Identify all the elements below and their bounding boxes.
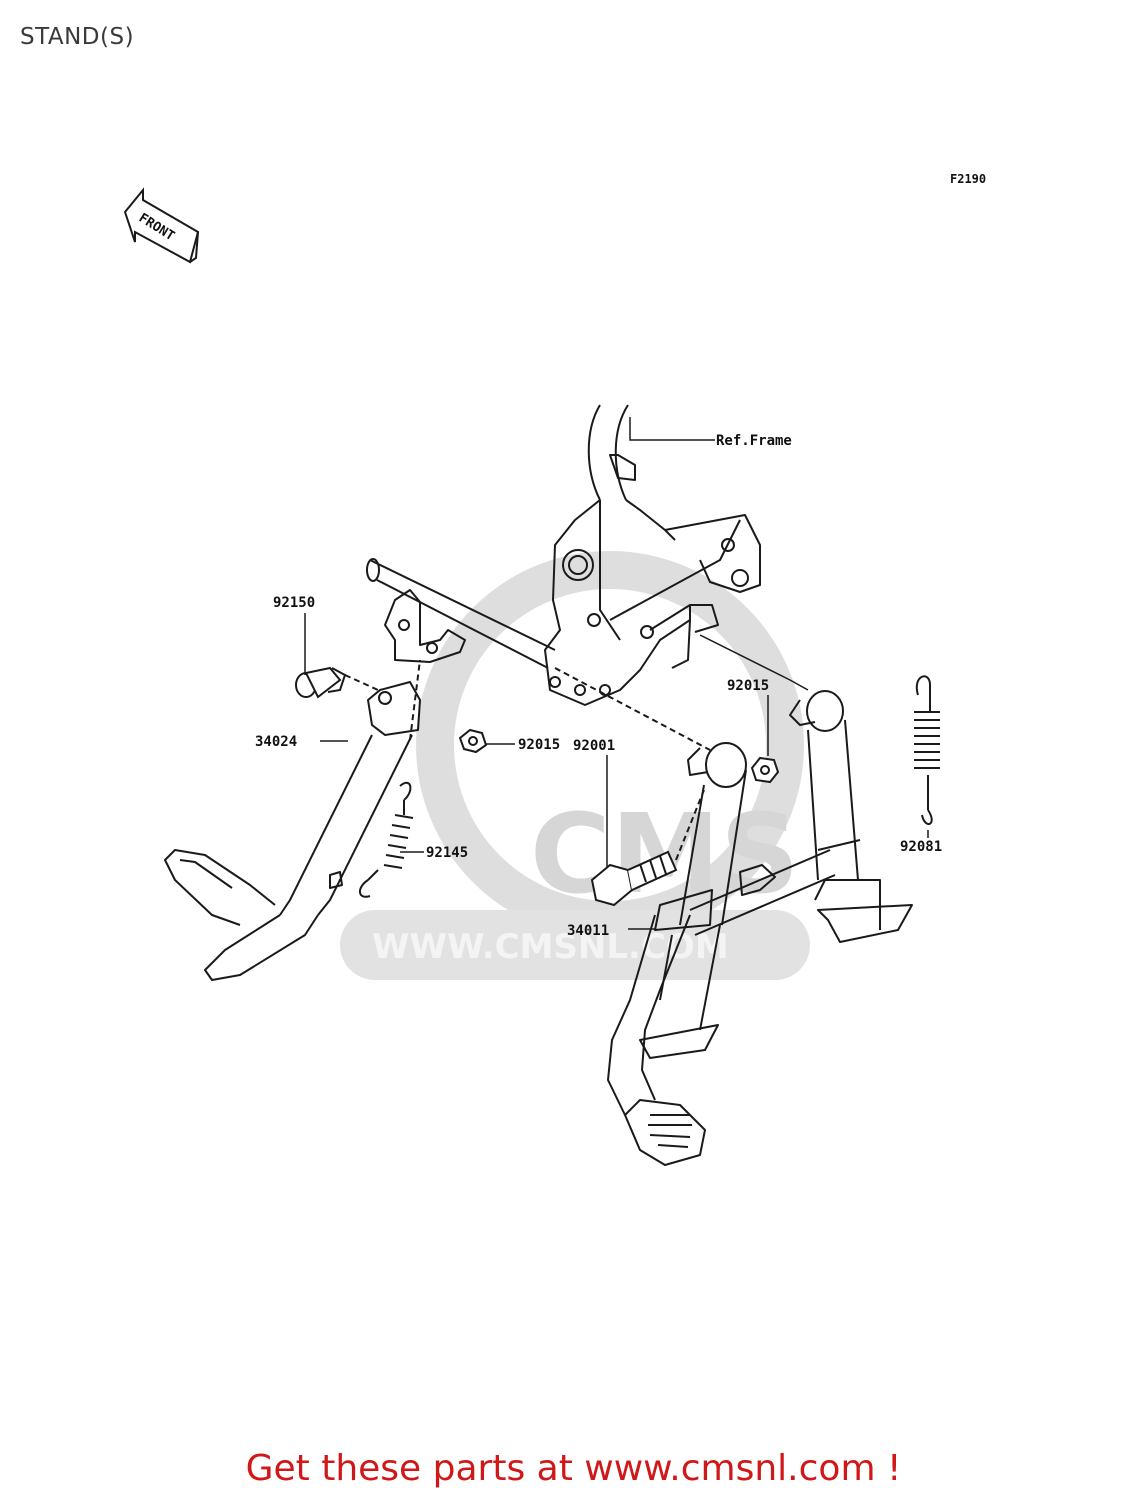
nut-92015-right	[750, 756, 780, 784]
callout-ref-frame: Ref.Frame	[716, 433, 792, 449]
bolt-92150	[295, 666, 379, 699]
callout-92081: 92081	[900, 839, 942, 855]
figure-code: F2190	[950, 172, 987, 186]
callout-92015-left: 92015	[518, 737, 560, 753]
callout-92015-right: 92015	[727, 678, 769, 694]
nut-92015-left	[458, 728, 488, 754]
spring-92081	[914, 675, 940, 825]
side-stand-34024	[164, 681, 421, 981]
callout-92001: 92001	[573, 738, 615, 754]
callout-92150: 92150	[273, 595, 315, 611]
callout-34024: 34024	[255, 734, 297, 750]
page-title: STAND(S)	[20, 24, 135, 50]
spring-92145	[359, 781, 414, 898]
watermark-url: WWW.CMSNL.COM	[372, 927, 729, 967]
bolt-92001	[590, 789, 705, 907]
callout-34011: 34011	[567, 923, 609, 939]
cmsnl-promo-banner[interactable]: Get these parts at www.cmsnl.com !	[245, 1448, 902, 1489]
leader-lines	[304, 417, 929, 930]
parts-diagram: CMS WWW.CMSNL.COM FRONT	[123, 187, 942, 1166]
front-arrow-icon: FRONT	[123, 187, 200, 264]
center-stand-34011	[607, 690, 913, 1166]
callout-92145: 92145	[426, 845, 468, 861]
frame-reference	[366, 404, 761, 751]
watermark: CMS WWW.CMSNL.COM	[340, 551, 810, 980]
